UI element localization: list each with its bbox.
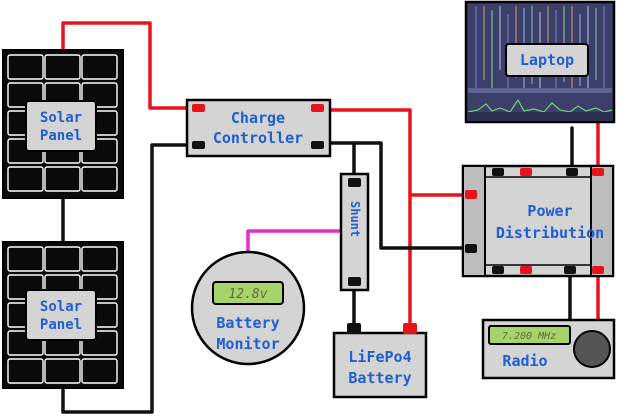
battery-label-line1: LiFePo4 bbox=[348, 348, 411, 366]
charge-controller: Charge Controller bbox=[185, 98, 332, 158]
power-distribution: Power Distribution bbox=[461, 164, 615, 278]
wire-panel-to-controller-positive bbox=[61, 21, 195, 110]
shunt-terminal-top bbox=[348, 178, 361, 187]
controller-terminal-solar-positive bbox=[192, 104, 205, 112]
shunt: Shunt bbox=[339, 172, 370, 292]
shunt-terminal-bottom bbox=[348, 277, 361, 286]
radio-label: Radio bbox=[502, 352, 547, 370]
solar-panel-top-label-line2: Panel bbox=[40, 128, 82, 144]
radio-frequency-display: 7.200 MHz bbox=[502, 331, 556, 342]
battery-terminal-positive bbox=[403, 323, 417, 334]
charge-controller-label-line1: Charge bbox=[231, 109, 285, 127]
controller-terminal-load-positive bbox=[311, 104, 324, 112]
radio-tuning-knob bbox=[573, 330, 611, 368]
charge-controller-label-line2: Controller bbox=[213, 129, 303, 147]
solar-panel-bottom: Solar Panel bbox=[2, 241, 124, 389]
wire-controller-to-distribution-negative bbox=[352, 141, 472, 250]
battery-terminal-negative bbox=[347, 323, 361, 334]
wire-controller-to-distribution-positive bbox=[316, 108, 472, 197]
power-distribution-label-line2: Distribution bbox=[496, 224, 604, 242]
laptop-spectrum-trace bbox=[467, 98, 613, 113]
radio: 7.200 MHz Radio bbox=[481, 318, 616, 380]
lifepo4-battery: LiFePo4 Battery bbox=[332, 323, 428, 399]
battery-monitor-reading: 12.8v bbox=[228, 287, 267, 302]
battery-monitor: 12.8v Battery Monitor bbox=[190, 250, 306, 366]
shunt-label: Shunt bbox=[348, 201, 362, 237]
battery-monitor-label-line1: Battery bbox=[216, 314, 279, 332]
controller-terminal-load-negative bbox=[311, 141, 324, 149]
laptop: Laptop bbox=[464, 0, 616, 124]
distribution-terminals bbox=[465, 168, 604, 274]
power-distribution-label-line1: Power bbox=[527, 202, 572, 220]
wire-panel-to-controller-negative bbox=[61, 143, 195, 414]
solar-panel-top-label-line1: Solar bbox=[40, 110, 82, 126]
battery-label-line2: Battery bbox=[348, 369, 411, 387]
solar-panel-bottom-label-line1: Solar bbox=[40, 299, 82, 315]
controller-terminal-solar-negative bbox=[192, 141, 205, 149]
battery-monitor-lcd bbox=[212, 281, 284, 305]
solar-cell-grid bbox=[7, 246, 118, 384]
battery-monitor-label-line2: Monitor bbox=[216, 335, 279, 353]
solar-panel-top: Solar Panel bbox=[2, 49, 124, 199]
radio-lcd bbox=[488, 325, 571, 345]
solar-panel-bottom-label-line2: Panel bbox=[40, 317, 82, 333]
laptop-label: Laptop bbox=[520, 51, 574, 69]
